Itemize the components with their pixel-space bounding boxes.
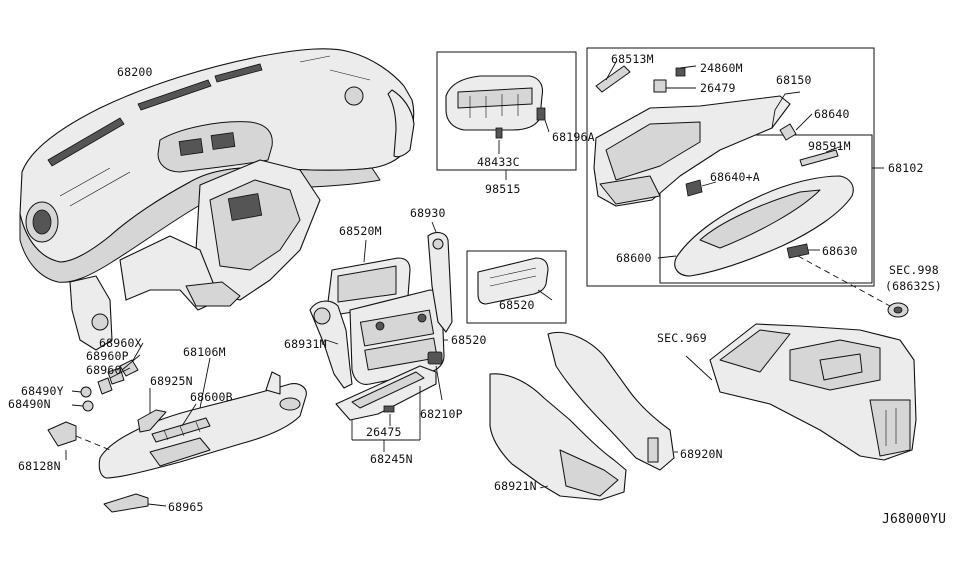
label-68931m: 68931M <box>284 337 327 351</box>
label-68210p: 68210P <box>420 407 463 421</box>
label-sec998: SEC.998 <box>889 263 939 277</box>
label-68513m: 68513M <box>611 52 654 66</box>
label-68200: 68200 <box>117 65 153 79</box>
label-68921n: 68921N <box>494 479 537 493</box>
console-side-finishers <box>489 331 678 501</box>
label-68520: 68520 <box>451 333 487 347</box>
label-68520-box: 68520 <box>499 298 535 312</box>
ac-control-box <box>466 250 567 324</box>
label-68630: 68630 <box>822 244 858 258</box>
label-68245n: 68245N <box>370 452 413 466</box>
airbag-module-group <box>436 51 577 180</box>
label-68520m: 68520M <box>339 224 382 238</box>
label-68102: 68102 <box>888 161 924 175</box>
label-68640: 68640 <box>814 107 850 121</box>
label-68960: 68960 <box>86 363 122 377</box>
label-48433c: 48433C <box>477 155 520 169</box>
label-sec998-sub: (68632S) <box>885 279 942 293</box>
glove-box-group <box>586 47 884 287</box>
label-68106m: 68106M <box>183 345 226 359</box>
label-24860m: 24860M <box>700 61 743 75</box>
label-sec969: SEC.969 <box>657 331 707 345</box>
label-98515: 98515 <box>485 182 521 196</box>
part-labels: 68200 68513M 24860M 26479 68150 68640 98… <box>8 52 946 527</box>
label-68150: 68150 <box>776 73 812 87</box>
label-68600: 68600 <box>616 251 652 265</box>
center-cluster-finisher <box>309 221 453 452</box>
label-68930: 68930 <box>410 206 446 220</box>
label-68965: 68965 <box>168 500 204 514</box>
clip-sec998 <box>887 302 909 318</box>
label-68925n: 68925N <box>150 374 193 388</box>
instrument-panel-68200 <box>19 48 415 351</box>
label-68920n: 68920N <box>680 447 723 461</box>
center-console-sec969 <box>685 323 917 461</box>
label-68196a: 68196A <box>552 130 595 144</box>
diagram-code: J68000YU <box>882 512 946 527</box>
label-68490y: 68490Y <box>21 384 64 398</box>
label-26475: 26475 <box>366 425 402 439</box>
label-68128n: 68128N <box>18 459 61 473</box>
label-68960p: 68960P <box>86 349 129 363</box>
label-98591m: 98591M <box>808 139 851 153</box>
lower-left-parts <box>47 342 307 513</box>
label-68600b: 68600B <box>190 390 233 404</box>
label-68960x: 68960X <box>99 336 142 350</box>
label-68640a: 68640+A <box>710 170 760 184</box>
label-26479: 26479 <box>700 81 736 95</box>
label-68490n: 68490N <box>8 397 51 411</box>
